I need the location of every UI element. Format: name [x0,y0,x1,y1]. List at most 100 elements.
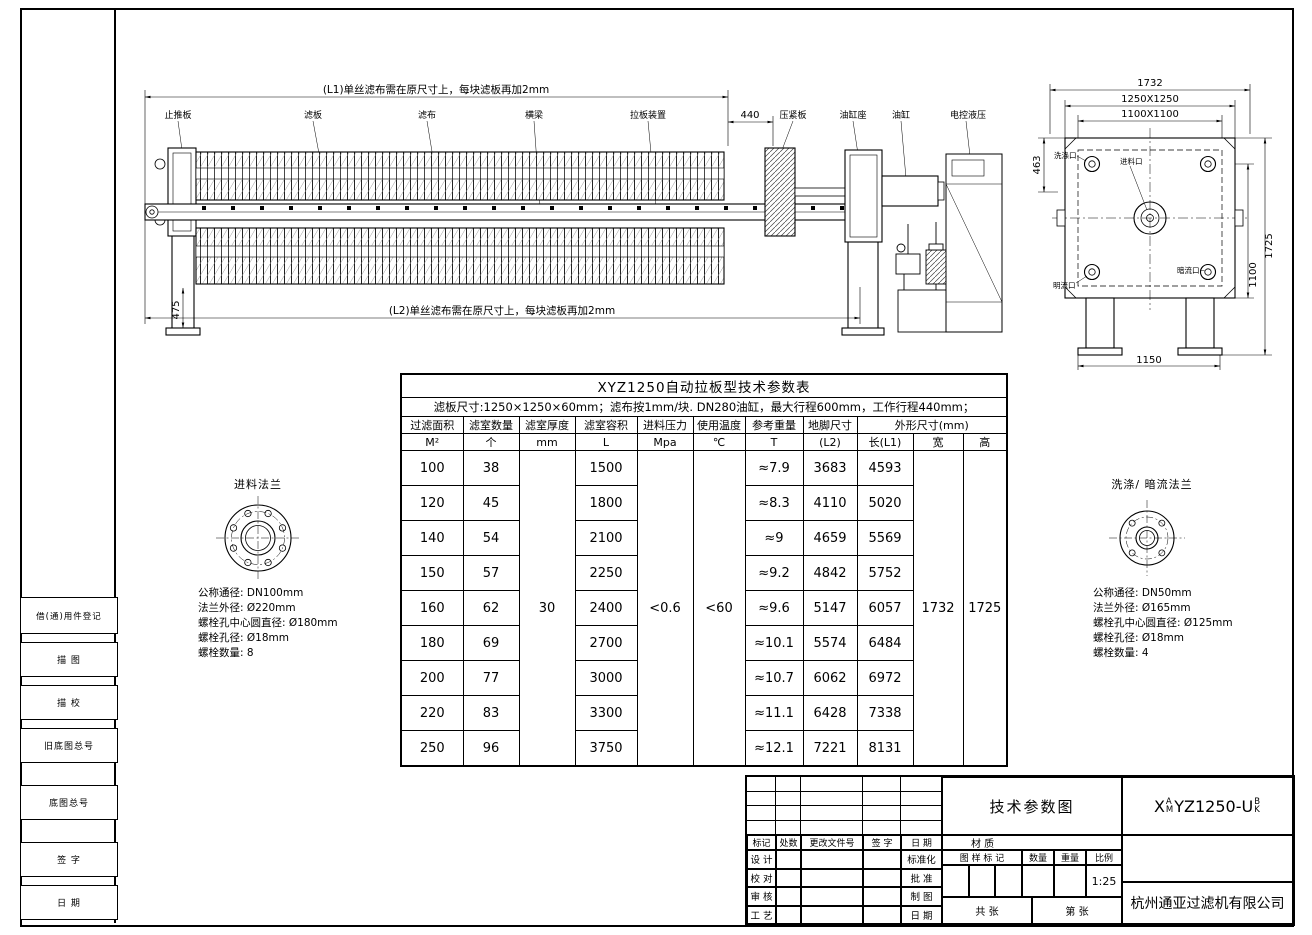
blank-cell [969,865,995,897]
blank-cell [776,850,801,869]
margin-box-label: 描 图 [57,656,81,666]
role-draft: 制 图 [901,887,942,906]
sheet-total: 共 张 [942,897,1032,924]
table-cell: ≈10.1 [744,625,804,661]
table-cell: 3750 [574,730,638,767]
table-cell: 2250 [574,555,638,591]
label-cylinder: 油缸 [892,109,910,121]
rev-col-count: 处数 [776,835,801,850]
table-cell: 150 [400,555,464,591]
blank-cell [863,868,901,887]
wash-flange-drawing [1109,500,1185,576]
table-cell: 1800 [574,485,638,521]
spec-line: 螺栓孔中心圆直径: Ø180mm [198,617,338,629]
margin-box-date: 日 期 [20,885,118,920]
label-main-beam: 横梁 [525,109,543,121]
rev-col-docno: 更改文件号 [801,835,863,850]
table-cell: 140 [400,520,464,556]
header-foot: 地脚尺寸 [802,416,858,434]
table-cell: 5569 [856,520,914,556]
scale-value: 1:25 [1086,865,1122,897]
label-thrust-plate: 止推板 [164,109,191,121]
blank-cell [863,905,901,924]
label-feed-port: 进料口 [1120,156,1143,166]
table-cell: 38 [462,450,520,486]
blank-cell [801,868,863,887]
spec-line: 螺栓数量: 8 [198,647,254,659]
table-cell: 3000 [574,660,638,696]
table-cell: 160 [400,590,464,626]
wash-flange-title: 洗涤/ 暗流法兰 [1111,478,1193,491]
drawing-number-part: X [1153,796,1165,816]
margin-box-master-no: 底图总号 [20,785,118,820]
control-cabinet [945,153,1003,333]
table-cell: 6484 [856,625,914,661]
blank-cell [776,905,801,924]
port-leader-lines [1075,155,1206,284]
spec-line: 螺栓数量: 4 [1093,647,1149,659]
header-thickness: 滤室厚度 [518,416,576,434]
table-cell: 8131 [856,730,914,767]
machine-body [144,147,1003,336]
table-cell: ≈12.1 [744,730,804,767]
table-cell-pressure: <0.6 [636,450,694,767]
label-open-outlet: 明流口 [1053,280,1076,290]
label-press-plate: 压紧板 [779,109,806,121]
table-subtitle: 滤板尺寸:1250×1250×60mm；滤布按1mm/块. DN280油缸，最大… [400,397,1008,417]
table-cell-temperature: <60 [692,450,746,767]
table-cell: 200 [400,660,464,696]
rev-col-sign: 签 字 [863,835,901,850]
blank-cell [1122,835,1293,882]
role-check: 校 对 [747,868,776,887]
unit-chambers: 个 [462,433,520,451]
table-cell: 220 [400,695,464,731]
table-cell: 120 [400,485,464,521]
feed-flange-drawing [216,496,300,580]
spec-line: 法兰外径: Ø165mm [1093,602,1191,614]
margin-box-old-master-no: 旧底图总号 [20,728,118,763]
table-cell: 7221 [802,730,858,767]
spec-line: 螺栓孔中心圆直径: Ø125mm [1093,617,1233,629]
rev-col-mark: 标记 [747,835,776,850]
header-pressure: 进料压力 [636,416,694,434]
label-filter-plate: 滤板 [304,109,322,121]
blank-cell [801,887,863,906]
unit-temperature: ℃ [692,433,746,451]
dim-1725: 1725 [1264,233,1275,258]
role-standardize: 标准化 [901,850,942,869]
feed-flange-title: 进料法兰 [234,478,282,491]
table-cell: 6972 [856,660,914,696]
unit-foot: (L2) [802,433,858,451]
blank-cell [776,868,801,887]
header-length: 长(L1) [856,433,914,451]
margin-box-borrowed-parts: 借(通)用件登记 [20,597,118,634]
side-view-drawing: (L1)单丝滤布需在原尺寸上，每块滤板再加2mm (L2)单丝滤布需在原尺寸上，… [144,83,1003,336]
table-cell-thickness: 30 [518,450,576,767]
blank-cell [1054,865,1086,897]
table-cell: 4842 [802,555,858,591]
drawing-frame [20,8,1294,927]
role-approve: 批 准 [901,868,942,887]
table-cell: ≈9 [744,520,804,556]
header-temperature: 使用温度 [692,416,746,434]
label-cylinder-seat: 油缸座 [839,109,866,121]
table-cell: 4659 [802,520,858,556]
table-cell: 62 [462,590,520,626]
dim-1100x1100: 1100X1100 [1121,109,1179,120]
role-date: 日 期 [901,905,942,924]
table-cell: 5020 [856,485,914,521]
unit-pressure: Mpa [636,433,694,451]
table-cell: 7338 [856,695,914,731]
l2-dimension-note: (L2)单丝滤布需在原尺寸上，每块滤板再加2mm [389,304,615,317]
table-cell: 4593 [856,450,914,486]
table-cell: ≈7.9 [744,450,804,486]
l1-dimension-note: (L1)单丝滤布需在原尺寸上，每块滤板再加2mm [323,83,549,96]
table-cell: 5752 [856,555,914,591]
table-title: XYZ1250自动拉板型技术参数表 [400,373,1008,398]
parameter-table: XYZ1250自动拉板型技术参数表 滤板尺寸:1250×1250×60mm；滤布… [400,373,1008,767]
table-cell: 2700 [574,625,638,661]
company-name: 杭州通亚过滤机有限公司 [1122,882,1293,924]
title-block: 标记 处数 更改文件号 签 字 日 期 设 计 标准化 校 对 批 准 审 核 … [745,775,1295,926]
